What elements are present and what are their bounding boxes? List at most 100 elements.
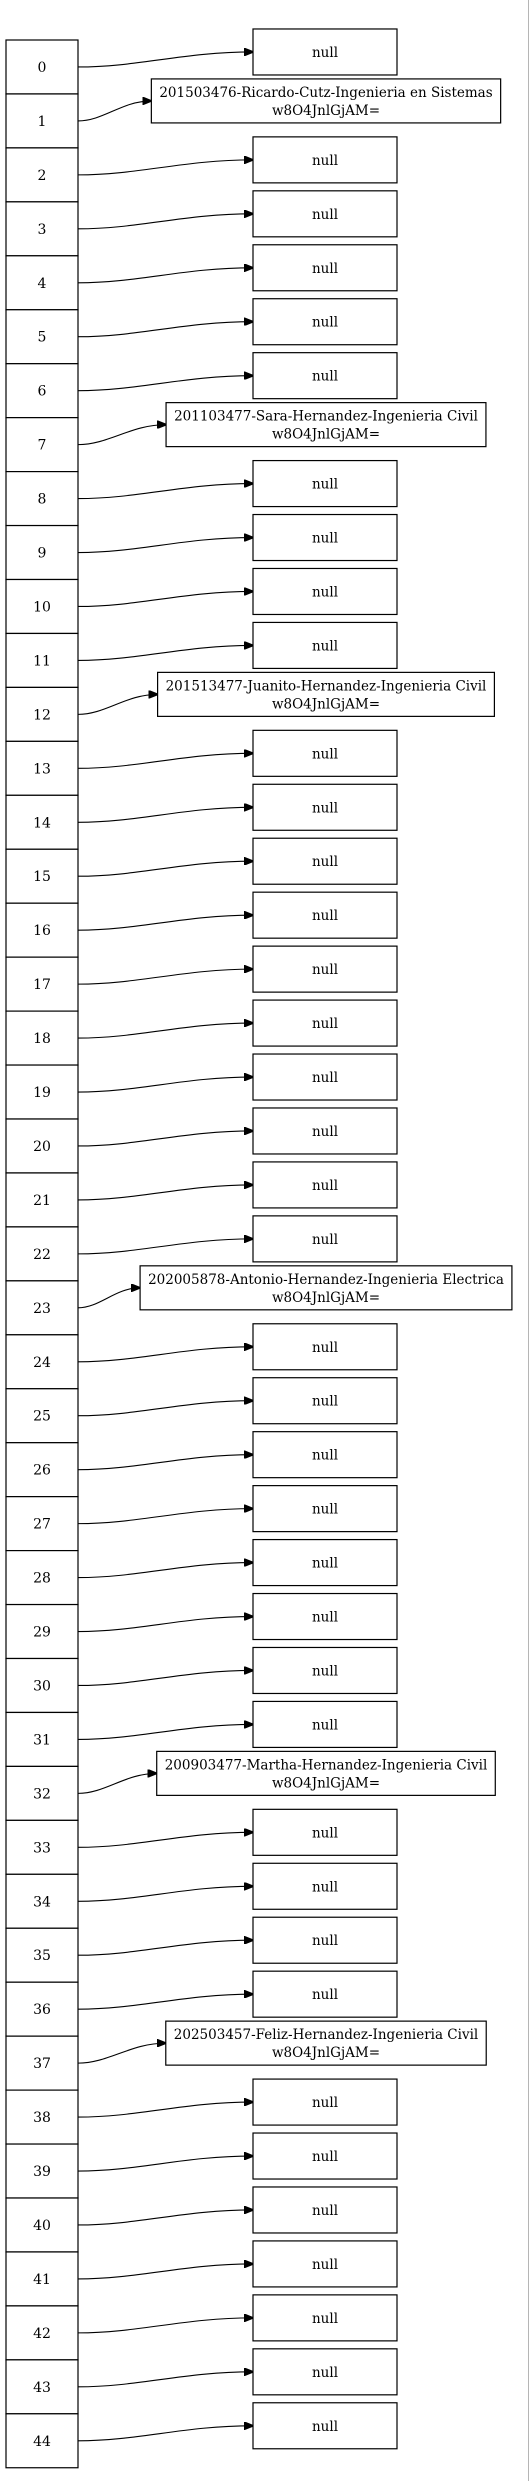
pointer-arrow xyxy=(77,160,253,176)
index-label: 30 xyxy=(33,1678,51,1694)
index-cell xyxy=(5,1765,79,1821)
null-node xyxy=(252,2348,398,2396)
null-label: null xyxy=(312,1448,338,1464)
null-node xyxy=(252,190,398,238)
pointer-arrow xyxy=(77,2210,253,2226)
index-label: 38 xyxy=(33,2110,51,2126)
pointer-arrow xyxy=(77,969,253,985)
index-cell xyxy=(5,471,79,527)
null-node xyxy=(252,2186,398,2234)
index-label: 43 xyxy=(33,2380,51,2396)
record-hash: w8O4JnlGjAM= xyxy=(272,2045,380,2061)
index-cell xyxy=(5,2359,79,2415)
record-label: 201103477-Sara-Hernandez-Ingenieria Civi… xyxy=(174,409,478,425)
null-label: null xyxy=(312,531,338,547)
record-hash: w8O4JnlGjAM= xyxy=(272,696,380,712)
index-label: 17 xyxy=(33,977,51,993)
pointer-arrow xyxy=(77,1288,140,1309)
null-label: null xyxy=(312,1663,338,1679)
index-cell xyxy=(5,1549,79,1606)
index-label: 12 xyxy=(33,707,51,723)
null-label: null xyxy=(312,746,338,762)
index-cell xyxy=(5,201,79,257)
pointer-arrow xyxy=(77,694,158,715)
null-node xyxy=(252,837,398,885)
index-cell xyxy=(5,1711,79,1767)
index-cell xyxy=(5,1981,79,2037)
pointer-arrow xyxy=(77,1455,253,1471)
null-node xyxy=(252,244,398,292)
index-label: 0 xyxy=(38,60,47,76)
null-node xyxy=(252,1215,398,1263)
pointer-arrow xyxy=(77,1832,253,1848)
index-label: 36 xyxy=(33,2002,51,2018)
null-label: null xyxy=(312,1825,338,1841)
null-node xyxy=(252,2294,398,2342)
null-label: null xyxy=(312,800,338,816)
index-label: 18 xyxy=(33,1031,51,1047)
pointer-arrow xyxy=(77,1886,253,1902)
pointer-arrow xyxy=(77,753,253,769)
pointer-arrow xyxy=(77,2372,253,2388)
null-node xyxy=(252,2132,398,2180)
null-label: null xyxy=(312,1556,338,1572)
null-label: null xyxy=(312,1178,338,1194)
index-label: 41 xyxy=(33,2272,51,2288)
index-label: 14 xyxy=(33,815,51,831)
index-label: 37 xyxy=(33,2056,51,2072)
null-node xyxy=(252,1053,398,1101)
null-label: null xyxy=(312,1933,338,1949)
index-cell xyxy=(5,1603,79,1660)
null-label: null xyxy=(312,962,338,978)
record-label: 200903477-Martha-Hernandez-Ingenieria Ci… xyxy=(165,1757,488,1773)
pointer-arrow xyxy=(77,2426,253,2442)
index-label: 32 xyxy=(33,1786,51,1802)
pointer-arrow xyxy=(77,645,253,661)
edges-layer xyxy=(77,52,253,2442)
index-cell xyxy=(5,1280,79,1336)
record-hash: w8O4JnlGjAM= xyxy=(272,1290,380,1306)
pointer-arrow xyxy=(77,807,253,823)
index-cell xyxy=(5,39,79,95)
index-cell xyxy=(5,1010,79,1066)
index-cell xyxy=(5,255,79,311)
index-label: 7 xyxy=(38,438,47,454)
null-label: null xyxy=(312,2365,338,2381)
null-node xyxy=(252,1592,398,1641)
null-label: null xyxy=(312,2095,338,2111)
pointer-arrow xyxy=(77,2043,166,2064)
record-node: 201103477-Sara-Hernandez-Ingenieria Civi… xyxy=(165,402,487,448)
index-cell xyxy=(5,740,79,796)
pointer-arrow xyxy=(77,1724,253,1740)
null-node xyxy=(252,1700,398,1749)
index-label: 44 xyxy=(33,2434,51,2450)
index-cell xyxy=(5,1226,79,1282)
null-node xyxy=(252,2078,398,2126)
null-node xyxy=(252,567,398,616)
index-label: 9 xyxy=(38,546,47,562)
null-node xyxy=(252,1916,398,1964)
null-node xyxy=(252,621,398,670)
pointer-arrow xyxy=(77,268,253,284)
pointer-arrow xyxy=(77,2156,253,2172)
pointer-arrow xyxy=(77,1347,253,1363)
index-cell xyxy=(5,147,79,203)
null-node xyxy=(252,2402,398,2450)
index-label: 11 xyxy=(33,653,51,669)
index-label: 4 xyxy=(38,276,47,292)
record-box xyxy=(156,1750,496,1796)
pointer-arrow xyxy=(77,214,253,230)
record-label: 201503476-Ricardo-Cutz-Ingenieria en Sis… xyxy=(159,85,492,101)
index-label: 15 xyxy=(33,869,51,885)
index-label: 23 xyxy=(33,1301,51,1317)
null-node xyxy=(252,352,398,400)
index-label: 10 xyxy=(33,599,51,615)
null-label: null xyxy=(312,854,338,870)
pointer-arrow xyxy=(77,1401,253,1417)
index-cell xyxy=(5,632,79,689)
pointer-arrow xyxy=(77,1773,157,1794)
null-node xyxy=(252,1107,398,1155)
null-label: null xyxy=(312,2257,338,2273)
record-box xyxy=(139,1265,513,1311)
null-label: null xyxy=(312,2149,338,2165)
